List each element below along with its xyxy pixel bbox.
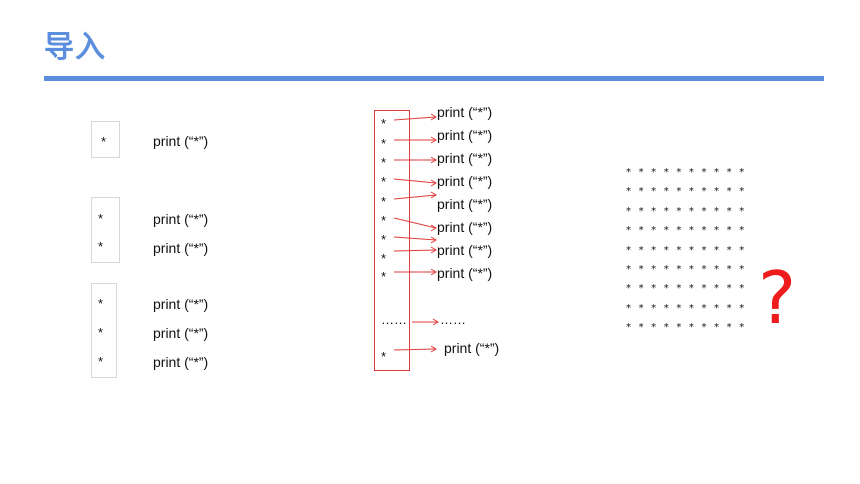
ellipsis: …… (381, 312, 407, 327)
star-grid-row: * * * * * * * * * * (626, 302, 747, 314)
arrow-icon (394, 136, 437, 144)
print-statement: print (“*”) (437, 127, 493, 143)
question-mark: ? (758, 256, 797, 340)
star-grid-row: * * * * * * * * * * (626, 167, 747, 178)
star: * (98, 296, 104, 311)
print-statement: print (“*”) (153, 296, 209, 312)
star-grid-row: * * * * * * * * * * (626, 205, 747, 217)
print-statement: print (“*”) (153, 211, 209, 227)
star-box-3 (91, 283, 117, 378)
print-statement: print (“*”) (437, 265, 493, 281)
star: * (381, 269, 387, 284)
star: * (381, 232, 387, 247)
print-statement: print (“*”) (437, 242, 493, 258)
print-statement: print (“*”) (153, 325, 209, 341)
star: * (98, 325, 104, 340)
print-statement: print (“*”) (437, 150, 493, 166)
print-statement: print (“*”) (153, 133, 209, 149)
star-box-1 (91, 121, 120, 158)
arrow-icon (394, 268, 437, 276)
arrow-icon (393, 217, 437, 232)
star-grid-row: * * * * * * * * * * (626, 322, 747, 334)
star: * (101, 134, 107, 149)
ellipsis: …… (440, 312, 466, 327)
arrow-icon (393, 246, 437, 254)
arrow-icon (394, 156, 437, 164)
star: * (98, 354, 104, 369)
arrow-icon (393, 178, 437, 187)
star: * (381, 136, 387, 151)
print-statement: print (“*”) (153, 240, 209, 256)
star: * (98, 211, 104, 226)
star-box-2 (91, 197, 120, 263)
star-grid-row: * * * * * * * * * * (626, 264, 747, 276)
slide-title: 导入 (44, 30, 106, 65)
arrow-icon (393, 113, 437, 121)
star: * (381, 349, 387, 364)
star-grid: * * * * * * * * * * * * * * * * * * * * … (626, 163, 746, 338)
arrow-icon (393, 236, 437, 244)
star: * (381, 155, 387, 170)
print-statement: print (“*”) (153, 354, 209, 370)
star-column-box (374, 110, 410, 371)
star: * (381, 116, 387, 131)
print-statement: print (“*”) (437, 104, 493, 120)
star: * (98, 239, 104, 254)
star-grid-row: * * * * * * * * * * (626, 244, 747, 256)
star: * (381, 251, 387, 266)
star-grid-row: * * * * * * * * * * (626, 225, 747, 237)
star: * (381, 174, 387, 189)
print-statement: print (“*”) (444, 340, 500, 356)
arrow-icon (393, 191, 437, 200)
print-statement: print (“*”) (437, 173, 493, 189)
star: * (381, 194, 387, 209)
star-grid-row: * * * * * * * * * * (626, 283, 747, 295)
star-grid-row: * * * * * * * * * * (626, 186, 747, 198)
title-underline (44, 76, 824, 81)
print-statement: print (“*”) (437, 219, 493, 235)
arrow-icon (393, 345, 437, 353)
star: * (381, 213, 387, 228)
arrow-icon (412, 318, 439, 326)
print-statement: print (“*”) (437, 196, 493, 212)
